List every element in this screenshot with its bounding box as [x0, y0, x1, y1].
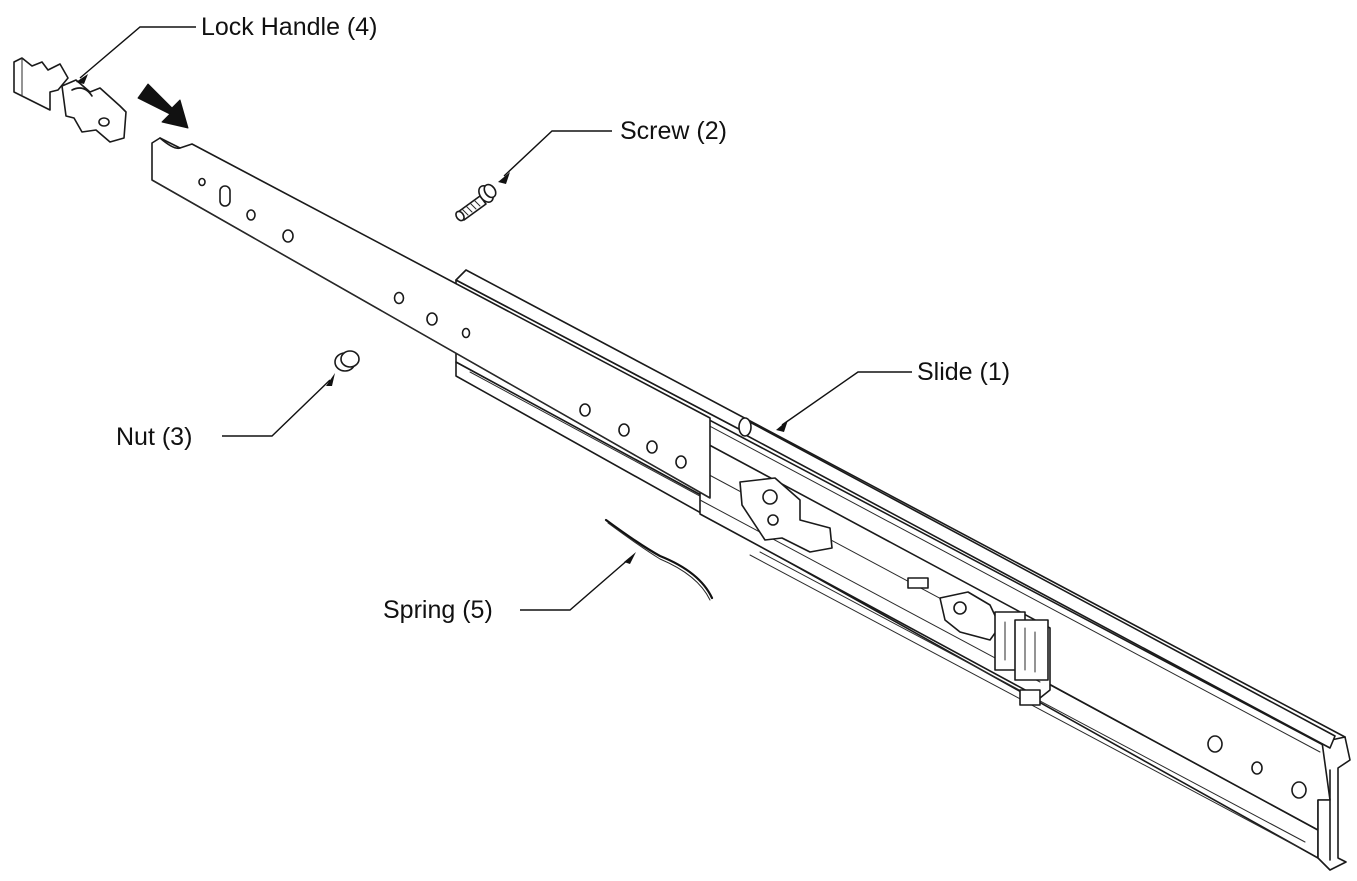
inner-member-slot: [219, 185, 231, 207]
lock-handle-part: [13, 57, 127, 143]
callout-screw: Screw (2): [620, 117, 727, 145]
outer-rail-hole-2: [1251, 761, 1263, 775]
callout-spring: Spring (5): [383, 596, 493, 624]
outer-rail-hole-1: [1207, 735, 1223, 753]
inner-member-hole-4: [393, 291, 405, 305]
inner-member-hole-2: [246, 209, 256, 221]
inner-member-hole-1: [198, 177, 206, 187]
inner-member-hole-9: [646, 440, 658, 454]
outer-rail-hole-3: [1291, 781, 1307, 799]
lock-handle-hole: [98, 117, 110, 127]
leader-spring-arrowhead: [624, 552, 636, 564]
bearing-cylinder-end: [738, 417, 752, 437]
nut-part: [334, 350, 360, 372]
spring-part: [604, 518, 714, 600]
callout-lock-handle: Lock Handle (4): [201, 13, 377, 41]
screw-part: [455, 183, 497, 222]
leader-lock-handle: [79, 26, 196, 79]
leader-nut-arrowhead: [326, 373, 335, 386]
insertion-arrow: [137, 83, 189, 129]
leader-screw: [503, 130, 612, 177]
lock-handle-body: [13, 57, 69, 111]
inner-member-hole-6: [461, 327, 471, 339]
inner-member-hole-7: [579, 403, 591, 417]
inner-member-hole-8: [618, 423, 630, 437]
lock-handle-tab: [61, 79, 127, 143]
nut-face: [340, 350, 360, 368]
inner-member-hole-5: [426, 312, 438, 326]
lock-handle-bend: [71, 87, 93, 97]
intermediate-rail-line-2: [699, 499, 1041, 683]
inner-member-bottom-edge: [151, 179, 711, 499]
leader-lock-handle-arrowhead: [76, 74, 88, 84]
screw-tip: [455, 210, 465, 222]
leader-screw-arrowhead: [498, 172, 510, 184]
leader-slide-arrowhead: [776, 420, 788, 432]
slide-part: [151, 137, 1351, 871]
inner-member-hole-3: [282, 229, 294, 243]
lock-mechanism: [739, 477, 1049, 706]
callout-slide: Slide (1): [917, 358, 1010, 386]
leader-spring: [520, 557, 631, 611]
spring-part-edge: [607, 522, 711, 601]
inner-member-notch: [159, 137, 181, 150]
leader-nut: [222, 379, 331, 437]
screw-head-top: [483, 183, 497, 199]
inner-member-hole-10: [675, 455, 687, 469]
callout-nut: Nut (3): [116, 423, 192, 451]
outer-rail-end-profile: [1317, 736, 1351, 871]
leader-slide: [781, 371, 912, 426]
